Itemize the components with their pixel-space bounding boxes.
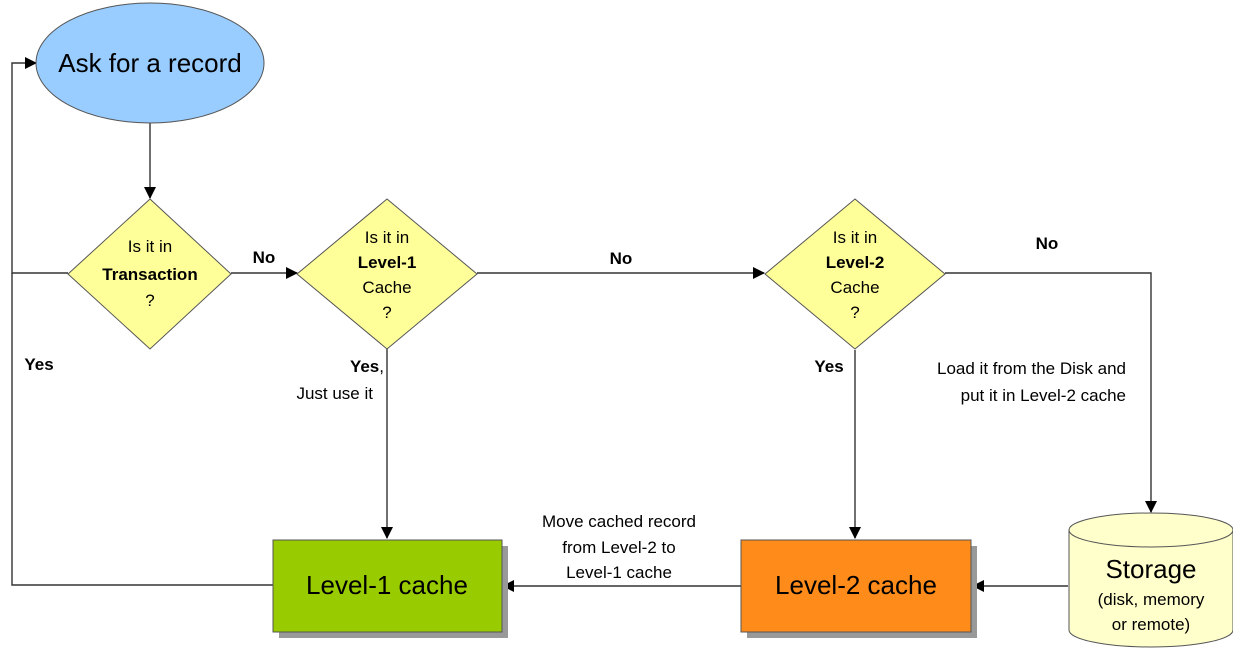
storage-title: Storage xyxy=(1105,554,1196,584)
level2-decision-line3: Cache xyxy=(830,278,879,297)
edge-transaction-yes xyxy=(11,57,68,274)
level1-cache-box xyxy=(272,539,503,633)
edge-level2-no xyxy=(945,272,1157,513)
level2-decision-line1: Is it in xyxy=(833,228,877,247)
level2-cache-node: Level-2 cache xyxy=(740,539,977,638)
level2-decision: Is it in Level-2 Cache ? xyxy=(764,198,946,350)
storage-cylinder-body xyxy=(1068,529,1233,648)
level2-decision-line4: ? xyxy=(850,303,859,322)
transaction-line2: Transaction xyxy=(102,265,197,284)
connectors xyxy=(11,57,1157,592)
level1-decision-line4: ? xyxy=(382,303,391,322)
label-yes-level1: Yes, xyxy=(350,357,384,376)
label-load-disk-2: put it in Level-2 cache xyxy=(961,386,1126,405)
transaction-line1: Is it in xyxy=(128,237,172,256)
start-ellipse xyxy=(35,2,265,124)
label-no-level2: No xyxy=(1036,234,1059,253)
label-no-level1: No xyxy=(610,249,633,268)
label-move-1: Move cached record xyxy=(542,512,696,531)
level1-decision-line3: Cache xyxy=(362,278,411,297)
level1-decision-line2: Level-1 xyxy=(358,253,417,272)
label-yes-level1-comma: , xyxy=(379,357,384,376)
storage-node: Storage (disk, memory or remote) xyxy=(1068,512,1233,648)
storage-line2: or remote) xyxy=(1112,615,1190,634)
edge-labels: No No No Yes Yes, Just use it Yes Load i… xyxy=(24,234,1126,582)
transaction-line3: ? xyxy=(145,291,154,310)
level1-decision: Is it in Level-1 Cache ? xyxy=(296,198,478,350)
edge-level1-cache-return xyxy=(11,273,273,586)
level1-decision-line1: Is it in xyxy=(365,228,409,247)
level2-decision-line2: Level-2 xyxy=(826,253,885,272)
label-no-transaction: No xyxy=(253,248,276,267)
label-yes-transaction: Yes xyxy=(24,355,53,374)
label-move-2: from Level-2 to xyxy=(562,538,675,557)
level2-diamond xyxy=(764,198,946,350)
label-yes-level1-bold: Yes xyxy=(350,357,379,376)
label-load-disk-1: Load it from the Disk and xyxy=(937,359,1126,378)
start-node: Ask for a record xyxy=(35,2,265,124)
level1-cache-label: Level-1 cache xyxy=(306,570,468,600)
label-move-3: Level-1 cache xyxy=(566,563,672,582)
storage-cylinder-top xyxy=(1068,512,1233,548)
level1-cache-node: Level-1 cache xyxy=(272,539,508,638)
level1-diamond xyxy=(296,198,478,350)
level2-cache-box xyxy=(740,539,972,633)
transaction-diamond xyxy=(67,198,232,350)
start-label: Ask for a record xyxy=(58,48,242,78)
level2-cache-label: Level-2 cache xyxy=(775,570,937,600)
label-yes-level2: Yes xyxy=(814,357,843,376)
label-just-use-it: Just use it xyxy=(296,384,373,403)
storage-line1: (disk, memory xyxy=(1098,590,1205,609)
transaction-decision: Is it in Transaction ? xyxy=(67,198,232,350)
